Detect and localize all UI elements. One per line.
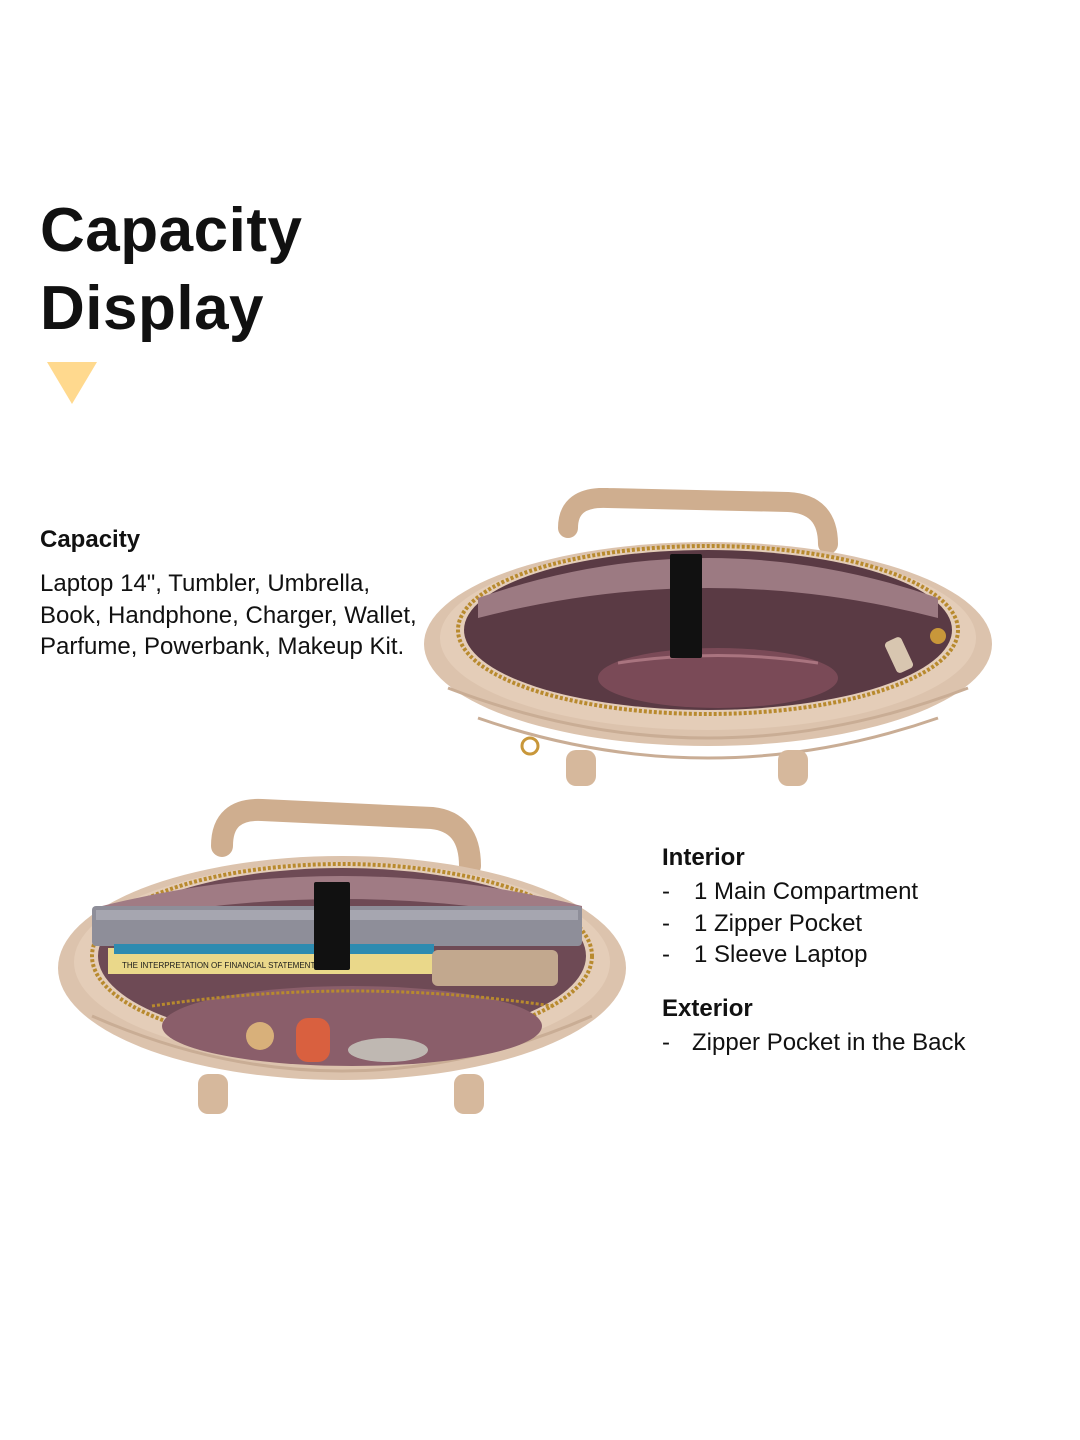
interior-item-label: 1 Main Compartment — [694, 878, 919, 905]
list-item: -Zipper Pocket in the Back — [662, 1027, 1062, 1059]
exterior-heading: Exterior — [662, 994, 753, 1022]
dash-bullet: - — [662, 1028, 670, 1056]
exterior-list: -Zipper Pocket in the Back — [662, 1027, 1062, 1059]
interior-heading: Interior — [662, 844, 745, 871]
dash-bullet: - — [662, 941, 670, 968]
down-triangle-icon — [47, 362, 97, 404]
dash-bullet: - — [662, 909, 670, 937]
capacity-heading: Capacity — [40, 526, 141, 553]
interior-item-label: 1 Sleeve Laptop — [694, 941, 868, 968]
list-item: -1 Sleeve Laptop — [662, 939, 1062, 971]
exterior-item-label: Zipper Pocket in the Back — [692, 1028, 966, 1056]
list-item: -1 Main Compartment — [662, 876, 1062, 908]
bag-empty-photo — [424, 488, 992, 786]
page-title: Capacity Display — [40, 192, 302, 348]
capacity-section: Capacity Laptop 14", Tumbler, Umbrella, … — [40, 524, 420, 663]
list-item: -1 Zipper Pocket — [662, 908, 1062, 940]
interior-item-label: 1 Zipper Pocket — [694, 909, 863, 937]
features-section: Interior -1 Main Compartment -1 Zipper P… — [662, 842, 1062, 1058]
dash-bullet: - — [662, 878, 670, 905]
title-line-2: Display — [40, 274, 265, 343]
interior-list: -1 Main Compartment -1 Zipper Pocket -1 … — [662, 876, 1062, 971]
bag-filled-photo: THE INTERPRETATION OF FINANCIAL STATEMEN… — [58, 798, 626, 1114]
title-line-1: Capacity — [40, 196, 303, 265]
capacity-description: Laptop 14", Tumbler, Umbrella, Book, Han… — [40, 570, 417, 660]
book-title: THE INTERPRETATION OF FINANCIAL STATEMEN… — [122, 961, 321, 970]
